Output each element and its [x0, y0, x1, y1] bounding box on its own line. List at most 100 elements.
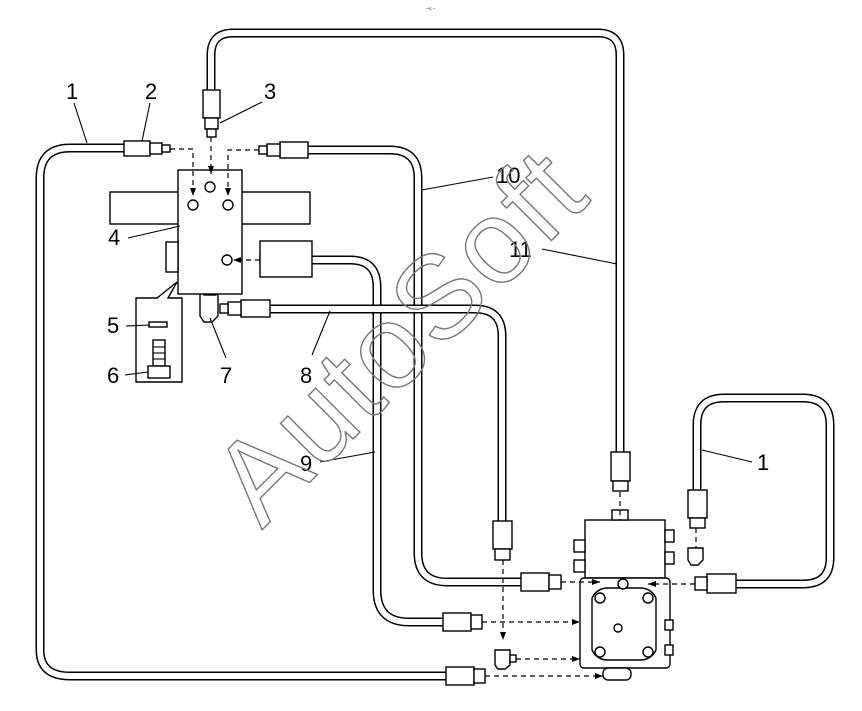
fitting-1r-top-hex	[689, 517, 706, 529]
callout-9: 9	[300, 451, 312, 476]
arrow-head-10	[648, 581, 656, 587]
fitting-2-hex	[149, 142, 163, 155]
arrow-head-6	[592, 579, 600, 585]
right-block-upper	[584, 519, 666, 579]
bolt-2	[642, 592, 654, 604]
arrow-head-1	[190, 188, 196, 196]
pipe-8-inner	[267, 306, 505, 528]
top-port	[617, 578, 629, 590]
arrow-head-9	[595, 673, 603, 679]
arrow-head-8	[572, 656, 580, 662]
callout-3: 3	[264, 79, 276, 104]
arrow-head-5	[500, 632, 506, 640]
fitting-10-stub	[258, 145, 268, 155]
fitting-8b-nut	[492, 520, 513, 550]
callout-2: 2	[145, 79, 157, 104]
elbow-right	[687, 547, 704, 566]
detail-frame	[135, 281, 183, 383]
fitting-11-hex	[612, 480, 629, 492]
arrow-head-4	[233, 257, 241, 263]
leader-6	[124, 371, 149, 376]
callout-10: 10	[496, 163, 520, 188]
bolt-1	[594, 592, 606, 604]
callout-8: 8	[300, 363, 312, 388]
elbow-bottom-stub	[509, 654, 517, 663]
elbow-7	[199, 292, 219, 323]
watermark: AutoSoft	[187, 124, 612, 549]
fitting-10-hex	[266, 143, 281, 157]
port-b	[204, 181, 216, 193]
item-5-plug	[148, 321, 168, 328]
fitting-8-hex	[227, 301, 242, 316]
detail-box	[135, 281, 183, 383]
leader-1-right	[701, 449, 753, 463]
fitting-10b-nut	[520, 572, 550, 592]
fitting-1r-bottom-nut	[706, 573, 737, 594]
right-block-right-tab-1	[664, 529, 675, 543]
assembly-lines	[170, 137, 697, 679]
arrow-head-7	[572, 619, 580, 625]
center-port	[613, 623, 623, 633]
pipes	[35, 28, 835, 681]
arrow-head-3	[225, 188, 231, 196]
arrow-head-2	[208, 166, 214, 174]
right-block-left-tab-2	[573, 559, 586, 573]
callout-1-right: 1	[757, 450, 769, 475]
pipe-9-inner	[307, 257, 446, 625]
fitting-11-nut	[610, 451, 631, 482]
bolt-3	[594, 646, 606, 658]
fitting-9b-hex	[470, 614, 483, 630]
callout-11: 11	[509, 237, 532, 262]
valve-block-4	[109, 169, 313, 295]
leader-11	[541, 248, 618, 265]
valve-side-plate	[259, 240, 313, 278]
fitting-1r-top-nut	[687, 489, 708, 519]
dash-10-to-port	[227, 149, 259, 193]
pipe-1-right	[692, 393, 835, 589]
callout-1-left: 1	[66, 79, 78, 104]
leader-1-left	[73, 102, 88, 144]
fitting-2-nut	[123, 140, 151, 157]
fitting-10b-hex	[548, 574, 562, 590]
fitting-9b-nut	[442, 612, 472, 632]
right-block-side-tab-3	[664, 619, 674, 631]
right-block-left-tab-1	[573, 539, 586, 553]
right-block-cover	[591, 587, 657, 661]
callouts: 1 2 3 4 5 6 7 8 9 10 11 1	[66, 79, 769, 476]
dash-2-to-port	[170, 148, 194, 193]
callout-4: 4	[108, 225, 120, 250]
leader-10	[421, 176, 494, 191]
port-d	[221, 254, 233, 266]
valve-side-boss	[165, 241, 179, 273]
fitting-3-hex	[204, 117, 219, 130]
fitting-8-stub	[219, 303, 229, 314]
elbow-bottom	[494, 649, 511, 670]
callout-5: 5	[107, 313, 119, 338]
fitting-3-stub	[206, 128, 217, 138]
pipe-1-left-inner	[37, 145, 453, 679]
fitting-8b-hex	[494, 548, 511, 561]
leader-3	[219, 101, 263, 124]
leader-8	[311, 310, 331, 356]
pipe-11-inner	[208, 30, 623, 458]
right-block-bottom-stub	[602, 667, 632, 681]
valve-body	[177, 169, 243, 295]
header-mark: –≤ −	[426, 6, 436, 12]
callout-6: 6	[107, 363, 119, 388]
fitting-1b-hex	[473, 668, 486, 684]
port-c	[222, 199, 234, 211]
pipe-10-inner	[303, 147, 525, 585]
leader-lines	[73, 101, 753, 463]
leader-2	[141, 102, 151, 142]
bolt-4	[642, 646, 654, 658]
right-block-side-tab-4	[664, 644, 674, 656]
right-valve-block	[573, 509, 675, 681]
leader-5	[125, 324, 151, 327]
item-6-head	[147, 365, 171, 379]
leader-9	[319, 451, 376, 463]
fitting-8-nut	[240, 299, 271, 318]
leader-7	[209, 317, 227, 359]
callout-7: 7	[220, 363, 232, 388]
pipe-1-right-inner	[694, 395, 833, 587]
